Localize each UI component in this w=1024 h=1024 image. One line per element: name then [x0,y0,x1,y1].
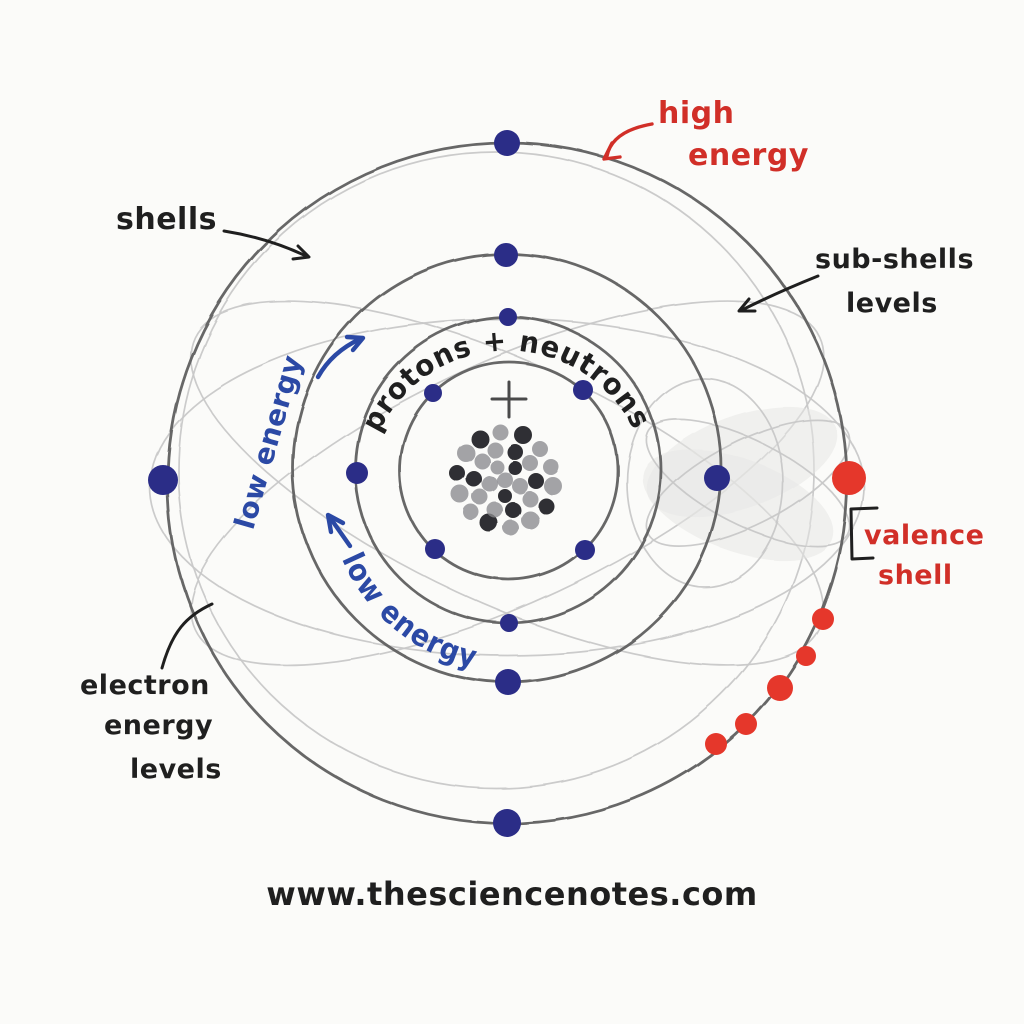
electron-blue-dot [494,130,520,156]
nucleon-dot [492,424,508,440]
electron-blue-dot [346,462,368,484]
nucleon-dot [472,489,488,505]
nucleon-dot [505,502,521,518]
high-energy-label-line1: high [658,96,735,131]
shells-label: shells [116,202,217,237]
sub-shells-label-line2: levels [846,288,938,319]
electrons-group [148,130,866,837]
nucleon-dot [497,472,513,488]
electron-red-dot [767,675,793,701]
nucleon-dot [482,476,498,492]
protons-neutrons-label: protons + neutrons [355,323,658,436]
electron-blue-dot [493,809,521,837]
electron-levels-leader-line [160,602,214,670]
electron-blue-dot [425,539,445,559]
nucleon-dot [503,520,519,536]
nucleon-dot [508,461,522,475]
electron-energy-levels-label-line2: energy [104,710,214,741]
electron-blue-dot [573,380,593,400]
nucleon-dot [507,444,523,460]
low-energy-bottom-arrowhead-icon [325,512,346,535]
high-energy-arrowhead-icon [602,141,622,161]
high-energy-arrow [602,122,654,161]
nucleon-dot [514,426,532,444]
nucleon-dot [543,459,559,475]
nucleon-dot [522,491,538,507]
nucleon-dot [449,465,465,481]
electron-blue-dot [494,243,518,267]
valence-shell-label-line2: shell [878,560,953,591]
electron-blue-dot [500,614,518,632]
nucleon-dot [490,460,504,474]
electron-red-dot [796,646,816,666]
shells-arrow-shaft [222,229,308,258]
nucleon-dot [480,514,498,532]
plus-sign [490,380,528,419]
watermark-url: www.thesciencenotes.com [266,875,758,913]
sub-shells-label-line1: sub-shells [815,244,975,275]
shell-circle-1 [398,360,620,582]
nucleon-dot [544,477,562,495]
electron-red-dot [812,608,834,630]
electron-blue-dot [495,669,521,695]
electron-blue-dot [704,465,730,491]
low-energy-top-arrow-shaft [315,336,363,380]
low-energy-top-arrowhead-icon [344,334,366,353]
electron-red-dot [832,461,866,495]
electron-blue-dot [148,465,178,495]
low-energy-bottom-arrow-shaft [328,516,353,549]
sub-shell-lobe [642,449,834,561]
electron-energy-levels-label-line3: levels [130,754,222,785]
high-energy-arrow-shaft [605,122,654,158]
nucleon-dot [451,485,469,503]
low-energy-top-arrow [315,334,366,380]
sub-shell-orbit [645,419,851,547]
nucleon-dot [487,442,503,458]
nucleon-dot [463,504,479,520]
electron-blue-dot [499,308,517,326]
electron-blue-dot [575,540,595,560]
high-energy-label-line2: energy [688,138,809,173]
nucleon-dot [498,489,512,503]
electron-blue-dot [424,384,442,402]
nucleon-dot [521,511,539,529]
protons-neutrons-label-text: protons + neutrons [355,323,659,436]
low-energy-bottom-arrow [325,512,353,549]
nucleon-dot [532,441,548,457]
valence-shell-bracket [849,506,879,561]
valence-shell-label-line1: valence [864,520,985,551]
sub-shell-orbit [626,378,784,588]
nucleon-dot [474,453,490,469]
shells-arrow [222,229,311,261]
electron-red-dot [735,713,757,735]
nucleon-dot [512,478,528,494]
shells-arrowhead-icon [291,244,311,261]
nucleon-dot [538,498,554,514]
electron-energy-levels-label-line1: electron [80,670,210,701]
sub-shells-arrowhead-icon [737,297,757,313]
electron-red-dot [705,733,727,755]
nucleus [449,424,562,536]
nucleon-dot [471,430,489,448]
sub-shells-arrow-shaft [740,274,820,312]
sub-shells-arrow [737,274,820,313]
nucleon-dot [457,444,475,462]
nucleon-dot [466,471,482,487]
nucleon-dot [528,473,544,489]
sub-shells-group [149,151,865,789]
nucleon-dot [487,502,503,518]
nucleon-dot [522,455,538,471]
